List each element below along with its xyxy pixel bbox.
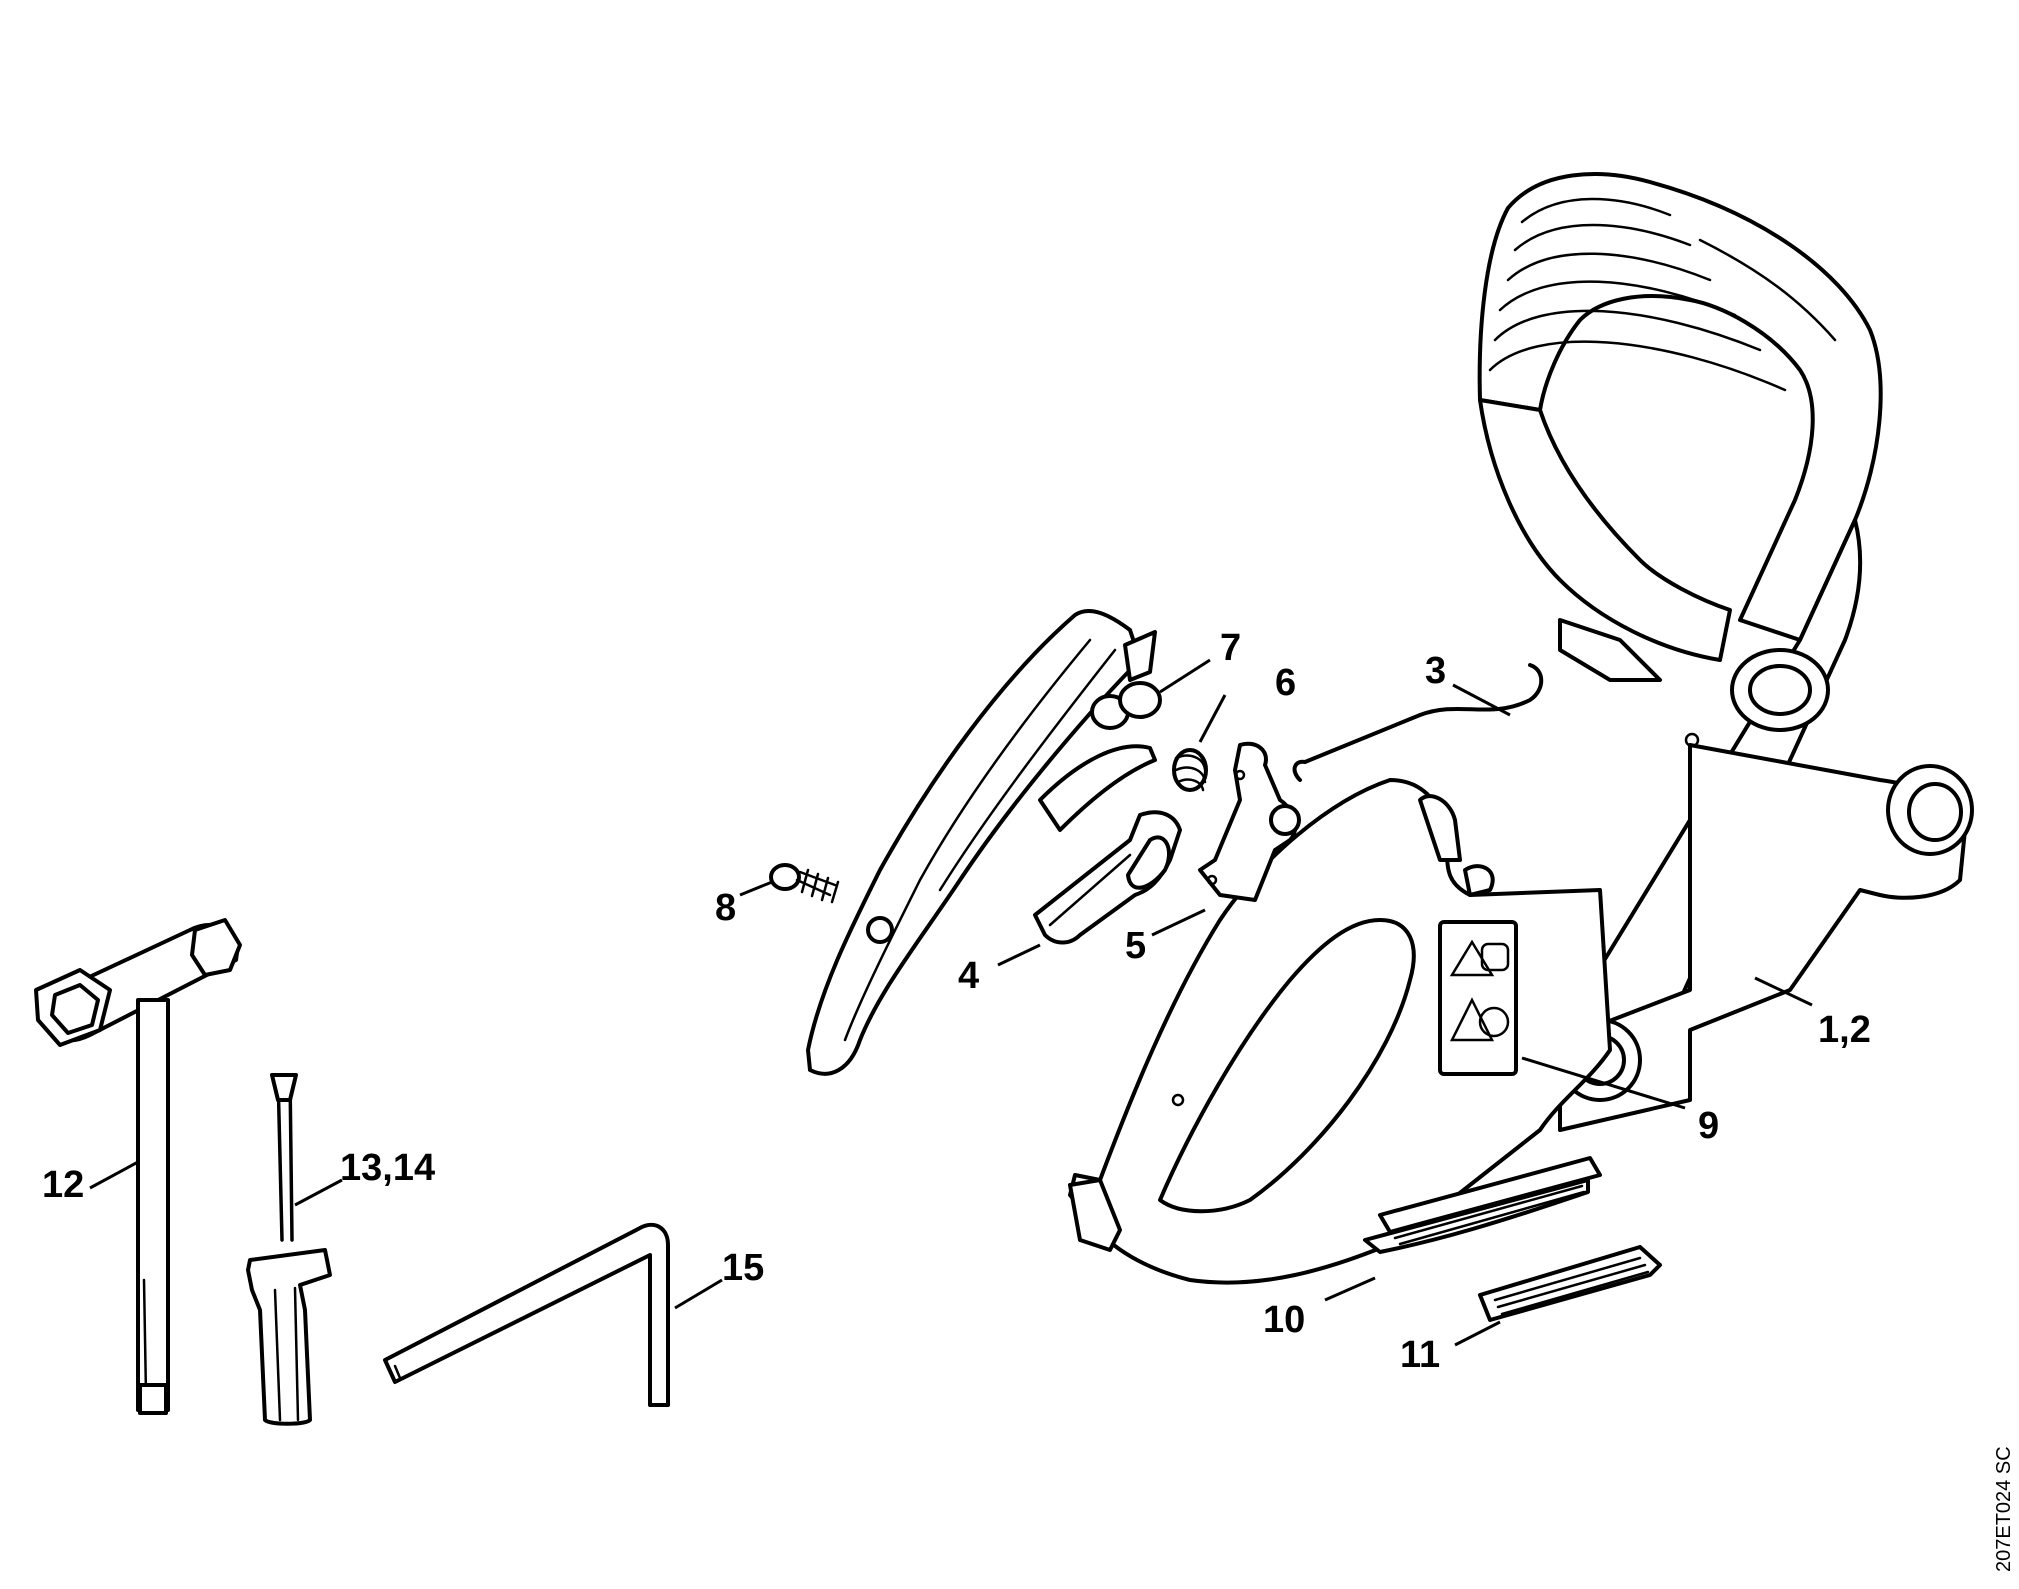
leader-9: [1521, 1056, 1686, 1110]
label-15: 15: [722, 1247, 764, 1289]
leader-15: [674, 1278, 723, 1310]
leader-4: [997, 943, 1041, 967]
hand-guard-shell: [1068, 778, 1612, 1285]
reference-code: 207ET024 SC: [1993, 1446, 2015, 1572]
label-9: 9: [1698, 1105, 1719, 1147]
label-5: 5: [1125, 925, 1146, 967]
label-4: 4: [958, 955, 979, 997]
label-11: 11: [1400, 1334, 1440, 1376]
wire-rod: [1292, 663, 1544, 782]
label-6: 6: [1275, 662, 1296, 704]
leader-11: [1454, 1320, 1501, 1347]
label-10: 10: [1263, 1299, 1305, 1341]
spring: [1172, 748, 1208, 792]
leader-3: [1452, 683, 1511, 717]
leader-12: [89, 1160, 139, 1190]
hex-key: [383, 1222, 670, 1407]
label-1-2: 1,2: [1818, 1009, 1871, 1051]
decal-plate-11: [1478, 1245, 1662, 1322]
label-7: 7: [1220, 627, 1241, 669]
leader-7: [1159, 658, 1211, 694]
lever-cover: [806, 609, 1162, 1076]
label-3: 3: [1425, 650, 1446, 692]
label-13-14: 13,14: [340, 1147, 435, 1189]
combination-wrench: [34, 918, 242, 1415]
decal-strip-10: [1363, 1156, 1602, 1254]
leader-13-14: [294, 1178, 343, 1207]
part-labels: 1,2 3 4 5 6 7 8 9 10 11 12 13,14 15: [42, 627, 1871, 1376]
leader-5: [1151, 908, 1206, 937]
screwdriver: [246, 1073, 332, 1426]
leader-10: [1324, 1276, 1376, 1302]
handle-bar-assembly: [1477, 172, 1974, 1132]
leader-8: [739, 880, 773, 897]
latch: [1033, 810, 1182, 945]
leader-1-2: [1754, 976, 1813, 1007]
cam-lever: [1198, 741, 1301, 902]
label-12: 12: [42, 1164, 84, 1206]
screw: [769, 863, 840, 904]
leader-lines: [89, 658, 1813, 1347]
label-8: 8: [715, 887, 736, 929]
leader-6: [1198, 694, 1227, 743]
